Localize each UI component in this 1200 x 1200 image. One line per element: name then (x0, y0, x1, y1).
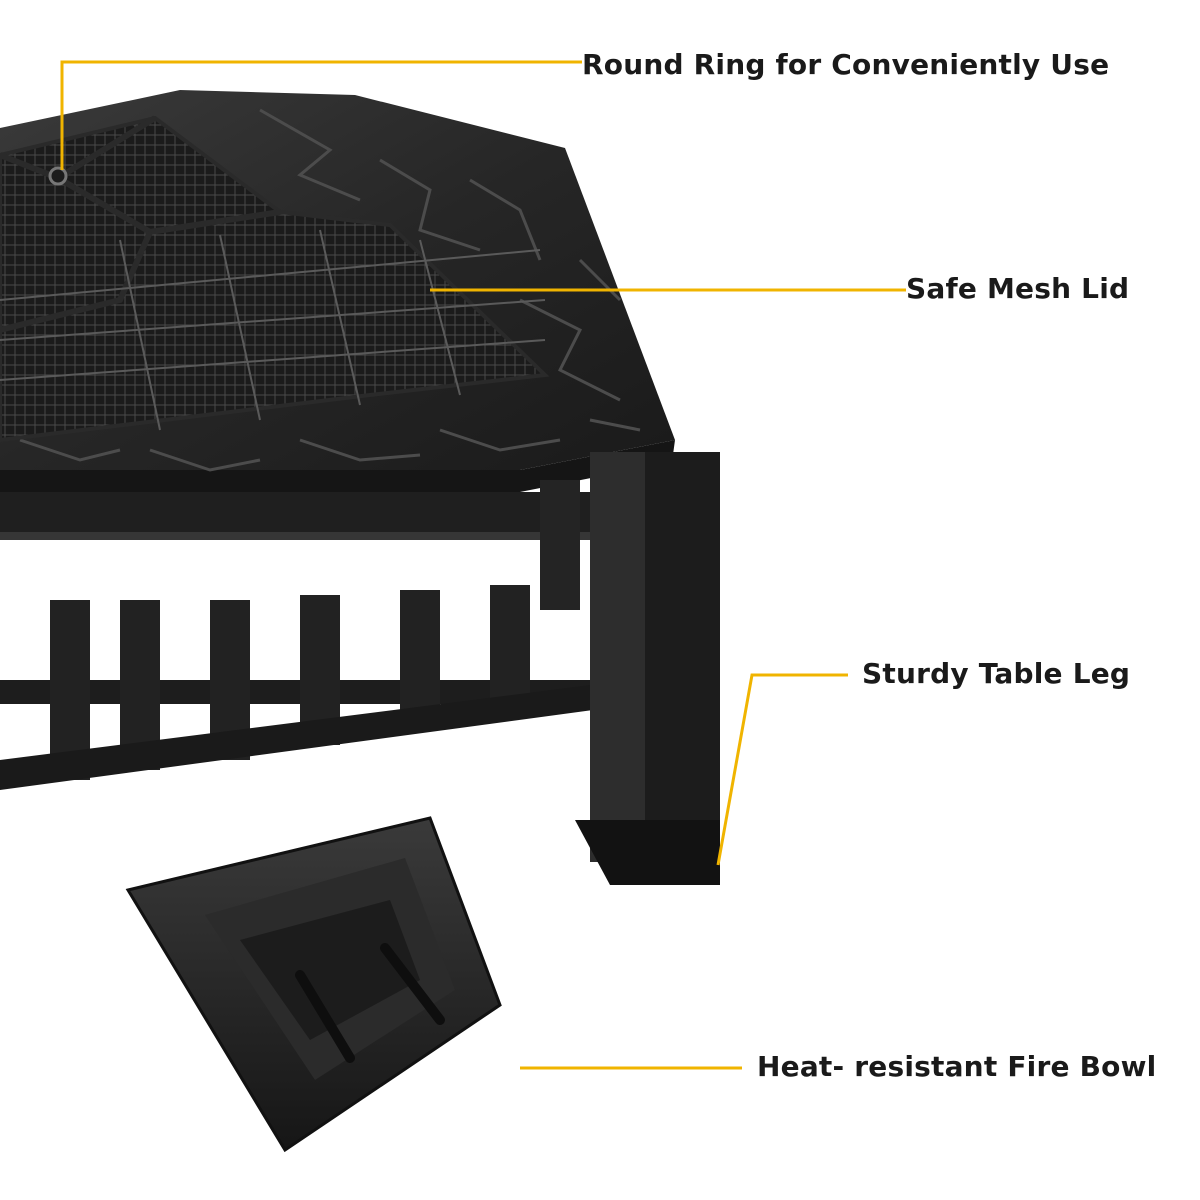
callout-fire-bowl: Heat- resistant Fire Bowl (757, 1050, 1157, 1083)
table-frame (0, 452, 720, 885)
leader-line-ring (60, 60, 582, 170)
fire-bowl (125, 816, 502, 1153)
callout-mesh-lid: Safe Mesh Lid (906, 272, 1130, 305)
callout-round-ring: Round Ring for Conveniently Use (582, 48, 1110, 81)
leader-lines (60, 60, 906, 1070)
leg-foot (575, 820, 720, 885)
leader-line-leg (716, 673, 848, 866)
callout-table-leg: Sturdy Table Leg (862, 657, 1131, 690)
ring-handle-icon (48, 166, 68, 186)
mesh-lid (0, 115, 550, 443)
